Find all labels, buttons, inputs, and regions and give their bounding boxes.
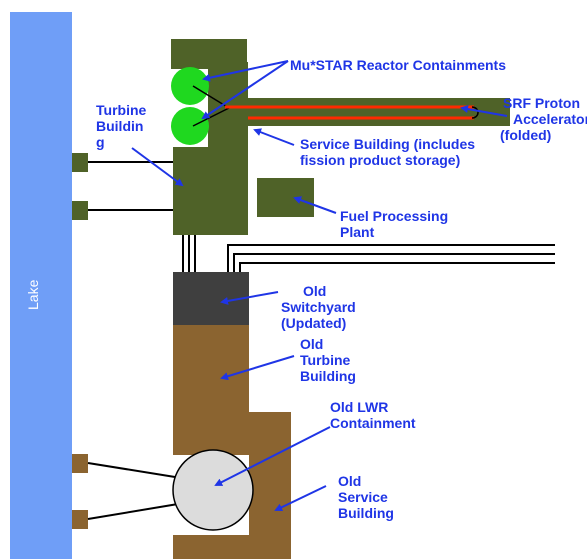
- label-switchyard-line3: (Updated): [281, 315, 347, 331]
- old-plant-bottom-strip: [173, 535, 249, 559]
- reactor-link-2: [192, 107, 230, 127]
- label-fuel-processing: Fuel Processing Plant: [340, 208, 448, 240]
- label-old-lwr: Old LWR Containment: [330, 399, 416, 431]
- label-old-switchyard: Old Switchyard (Updated): [281, 283, 356, 331]
- lake-label: Lake: [25, 279, 41, 310]
- label-service-building: Service Building (includes fission produ…: [300, 136, 475, 168]
- accelerator-housing: [208, 98, 510, 126]
- fuel-processing-plant: [257, 178, 314, 217]
- label-old-turbine: Old Turbine Building: [300, 336, 356, 384]
- outfall-new-1: [72, 153, 88, 172]
- label-switchyard-line2: Switchyard: [281, 299, 356, 315]
- label-reactor-containments: Mu*STAR Reactor Containments: [290, 57, 506, 73]
- old-service-building: [249, 412, 291, 559]
- transmission-line-3: [239, 262, 555, 272]
- arrow-containment-1: [202, 60, 289, 82]
- arrow-switchyard: [220, 291, 279, 305]
- label-turbine-line2: Buildin: [96, 118, 144, 134]
- arrow-lwr: [214, 426, 331, 486]
- label-reactor-containments-text: Mu*STAR Reactor Containments: [290, 57, 506, 73]
- label-old-turbine-line2: Turbine: [300, 352, 351, 368]
- label-turbine-building: Turbine Buildin g: [96, 102, 146, 150]
- accelerator-bend: [471, 106, 479, 119]
- label-old-turbine-line1: Old: [300, 336, 324, 352]
- label-srf-accelerator: SRF Proton Accelerator (folded): [500, 95, 587, 143]
- arrow-old-turbine: [220, 355, 295, 381]
- label-old-service: Old Service Building: [338, 473, 394, 521]
- water-line-4: [87, 503, 179, 520]
- old-turbine-building: [173, 325, 249, 455]
- outfall-old-1: [72, 454, 88, 473]
- label-fuel-line2: Plant: [340, 224, 375, 240]
- arrow-containment-2: [201, 60, 289, 120]
- water-line-3: [87, 462, 176, 478]
- arrow-turbine: [131, 147, 184, 187]
- outfall-new-2: [72, 201, 88, 220]
- label-old-turbine-line3: Building: [300, 368, 356, 384]
- reactor-containment-1: [171, 67, 209, 105]
- label-srf-line3: (folded): [500, 127, 552, 143]
- old-lwr-containment: [172, 449, 254, 531]
- label-service-line1: Service Building (includes: [300, 136, 476, 152]
- transmission-line-1: [227, 244, 555, 272]
- label-fuel-line1: Fuel Processing: [340, 208, 449, 224]
- label-service-line2: fission product storage): [300, 152, 461, 168]
- reactor-containment-2: [171, 107, 209, 145]
- label-turbine-line1: Turbine: [96, 102, 147, 118]
- transmission-line-2: [233, 253, 555, 272]
- label-old-service-line2: Service: [338, 489, 388, 505]
- label-old-service-line3: Building: [338, 505, 394, 521]
- label-lwr-line2: Containment: [330, 415, 416, 431]
- label-switchyard-line1: Old: [303, 283, 327, 299]
- lake: [10, 12, 72, 559]
- arrow-old-service: [274, 485, 327, 512]
- label-srf-line2: Accelerator: [513, 111, 587, 127]
- outfall-old-2: [72, 510, 88, 529]
- label-srf-line1: SRF Proton: [503, 95, 580, 111]
- label-old-service-line1: Old: [338, 473, 362, 489]
- arrow-fuel: [293, 196, 337, 214]
- turbine-building: [173, 147, 248, 235]
- arrow-service: [253, 128, 295, 146]
- arrow-srf: [460, 105, 508, 117]
- label-lwr-line1: Old LWR: [330, 399, 389, 415]
- label-turbine-line3: g: [96, 134, 105, 150]
